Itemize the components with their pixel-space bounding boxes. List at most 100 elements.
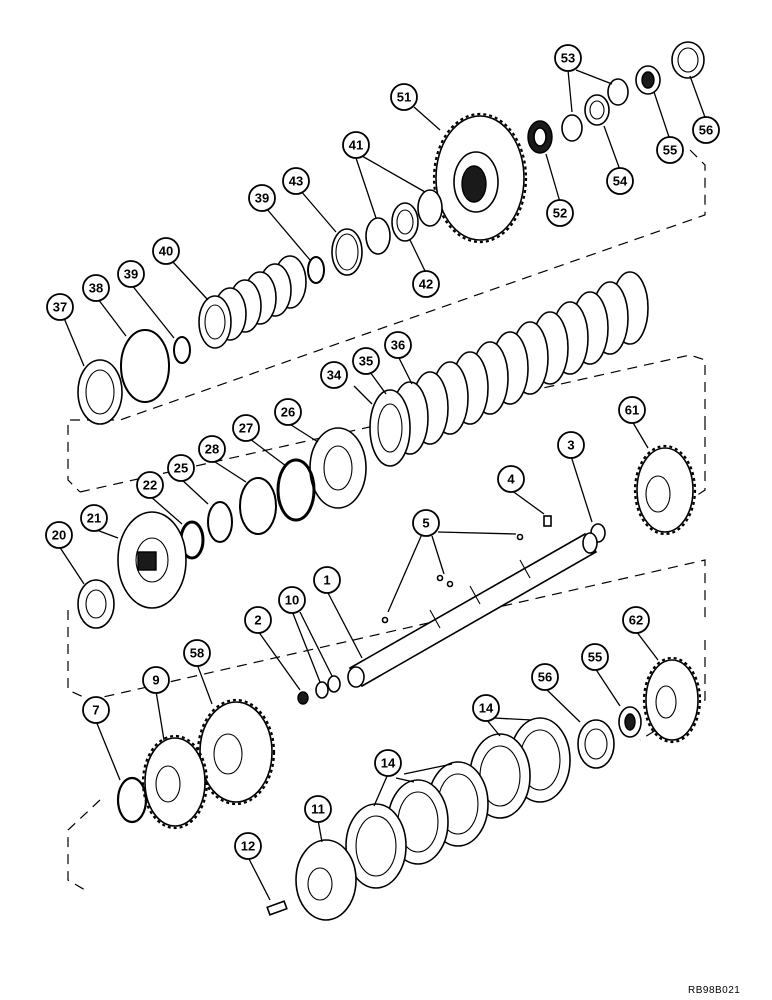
- callout-3: 3: [557, 431, 585, 459]
- callout-39: 39: [117, 260, 145, 288]
- part-21-clutch-housing: [117, 511, 187, 609]
- callout-41: 41: [342, 131, 370, 159]
- part-52-needle-bearing: [527, 120, 553, 154]
- svg-text:28: 28: [205, 442, 219, 457]
- svg-text:14: 14: [479, 701, 494, 716]
- svg-text:5: 5: [422, 516, 429, 531]
- svg-text:4: 4: [507, 472, 515, 487]
- part-26-piston: [309, 427, 367, 509]
- svg-text:61: 61: [625, 403, 639, 418]
- part-40-spring-pack: [198, 255, 307, 349]
- part-42-thrust-bearing: [391, 202, 419, 242]
- svg-text:51: 51: [397, 90, 411, 105]
- callout-4: 4: [497, 465, 525, 493]
- svg-text:7: 7: [92, 703, 99, 718]
- part-28-ring: [239, 477, 277, 535]
- svg-text:25: 25: [174, 461, 188, 476]
- callout-37: 37: [46, 293, 74, 321]
- part-41-washers: [365, 189, 443, 255]
- callout-7: 7: [82, 696, 110, 724]
- part-43-ring: [331, 228, 363, 276]
- callout-12: 12: [234, 832, 262, 860]
- svg-text:39: 39: [124, 267, 138, 282]
- svg-text:62: 62: [629, 613, 643, 628]
- callout-42: 42: [412, 270, 440, 298]
- part-25-seal: [207, 501, 233, 543]
- callout-55: 55: [656, 136, 684, 164]
- leader-lines: [58, 69, 707, 901]
- callout-11: 11: [304, 795, 332, 823]
- svg-text:12: 12: [241, 839, 255, 854]
- callout-40: 40: [152, 237, 180, 265]
- part-2-plug: [297, 691, 309, 705]
- part-34-36-clutch-pack: [369, 271, 649, 467]
- callout-2: 2: [244, 606, 272, 634]
- svg-text:55: 55: [588, 650, 602, 665]
- callout-43: 43: [282, 167, 310, 195]
- part-61-gear: [633, 444, 697, 536]
- part-7-snap-ring: [116, 776, 148, 824]
- svg-text:42: 42: [419, 277, 433, 292]
- svg-text:38: 38: [89, 281, 103, 296]
- part-56-bearing-cup-lower: [577, 719, 615, 769]
- callout-61: 61: [618, 396, 646, 424]
- callout-20: 20: [45, 521, 73, 549]
- callout-39: 39: [248, 184, 276, 212]
- part-27-seal: [276, 458, 316, 522]
- callout-51: 51: [390, 83, 418, 111]
- callout-26: 26: [274, 398, 302, 426]
- svg-text:58: 58: [190, 646, 204, 661]
- part-14-gaskets: [345, 717, 571, 889]
- svg-text:2: 2: [254, 613, 261, 628]
- callout-55: 55: [581, 643, 609, 671]
- svg-text:10: 10: [285, 593, 299, 608]
- callout-25: 25: [167, 454, 195, 482]
- callout-14: 14: [472, 694, 500, 722]
- part-5-balls: [381, 533, 524, 624]
- callout-9: 9: [142, 666, 170, 694]
- callout-1: 1: [313, 566, 341, 594]
- part-12-bolt: [266, 900, 288, 916]
- part-38-large-snap-ring: [120, 329, 170, 403]
- svg-text:54: 54: [613, 174, 628, 189]
- svg-text:27: 27: [239, 421, 253, 436]
- part-51-large-gear: [432, 112, 528, 244]
- svg-text:39: 39: [255, 191, 269, 206]
- svg-text:3: 3: [567, 438, 574, 453]
- svg-text:41: 41: [349, 138, 363, 153]
- svg-text:22: 22: [143, 478, 157, 493]
- svg-text:36: 36: [391, 338, 405, 353]
- callout-56: 56: [692, 116, 720, 144]
- part-11-flange: [295, 839, 357, 921]
- callout-53: 53: [554, 44, 582, 72]
- part-62-gear: [642, 656, 702, 744]
- svg-text:53: 53: [561, 51, 575, 66]
- svg-text:21: 21: [87, 511, 101, 526]
- callout-22: 22: [136, 471, 164, 499]
- svg-text:37: 37: [53, 300, 67, 315]
- callout-21: 21: [80, 504, 108, 532]
- part-37-retainer-plate: [77, 359, 123, 425]
- part-53-thrust-washers: [561, 78, 629, 142]
- part-54-thrust-bearing: [584, 94, 610, 126]
- callout-54: 54: [606, 167, 634, 195]
- part-58-gear: [196, 698, 276, 806]
- svg-text:52: 52: [553, 206, 567, 221]
- svg-text:35: 35: [359, 354, 373, 369]
- part-10-rings: [315, 675, 341, 699]
- part-39-snap-ring-upper: [307, 256, 325, 284]
- document-code: RB98B021: [688, 985, 741, 996]
- part-55-bearing-cone-lower: [618, 706, 642, 738]
- callout-34: 34: [320, 361, 348, 389]
- svg-text:26: 26: [281, 405, 295, 420]
- svg-text:34: 34: [327, 368, 342, 383]
- svg-text:11: 11: [311, 802, 325, 817]
- callout-38: 38: [82, 274, 110, 302]
- callout-52: 52: [546, 199, 574, 227]
- part-20-seal: [77, 579, 115, 629]
- callout-14: 14: [374, 749, 402, 777]
- svg-text:43: 43: [289, 174, 303, 189]
- callout-36: 36: [384, 331, 412, 359]
- part-9-gear: [141, 734, 209, 830]
